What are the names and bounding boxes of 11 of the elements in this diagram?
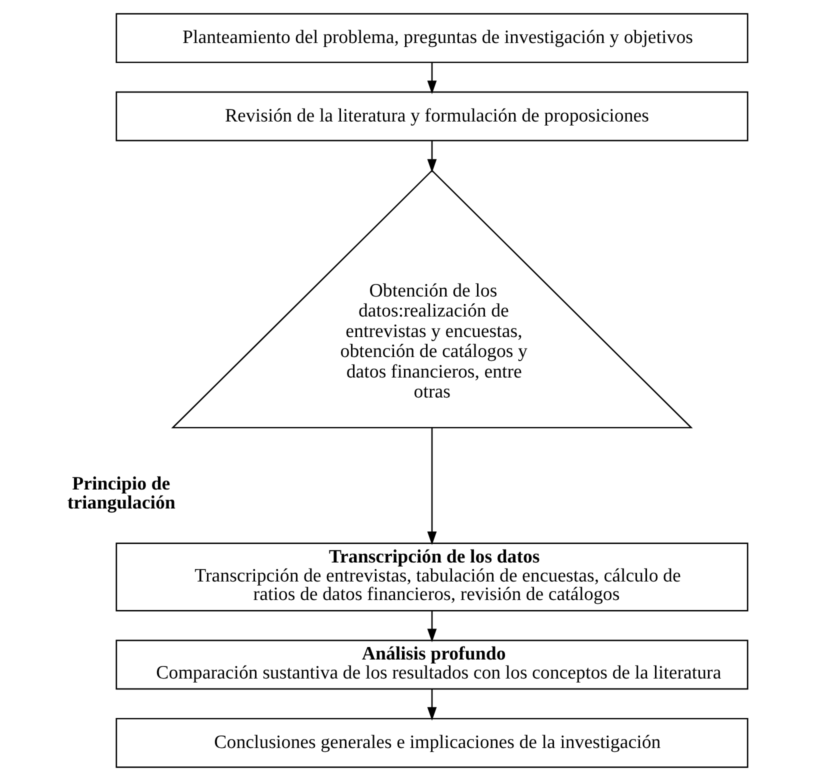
node-box: Análisis profundo Comparación sustantiva de los resultados con los conceptos de la literatura: [115, 640, 748, 690]
arrow: [426, 428, 436, 546]
node-box: Conclusiones generales e implicaciones de la investigación: [115, 718, 748, 768]
arrow: [426, 62, 436, 94]
node-label: Principio de triangulación: [66, 474, 175, 514]
node-box: Transcripción de los datos Transcripción de entrevistas, tabulación de encuestas, cálculo de ratios de datos financieros, revisión de catálogos: [115, 542, 748, 612]
arrow: [426, 140, 436, 173]
arrow: [426, 689, 436, 721]
node-box: Revisión de la literatura y formulación de proposiciones: [115, 91, 748, 142]
arrow: [426, 610, 436, 642]
node-box: Planteamiento del problema, preguntas de investigación y objetivos: [115, 13, 748, 64]
